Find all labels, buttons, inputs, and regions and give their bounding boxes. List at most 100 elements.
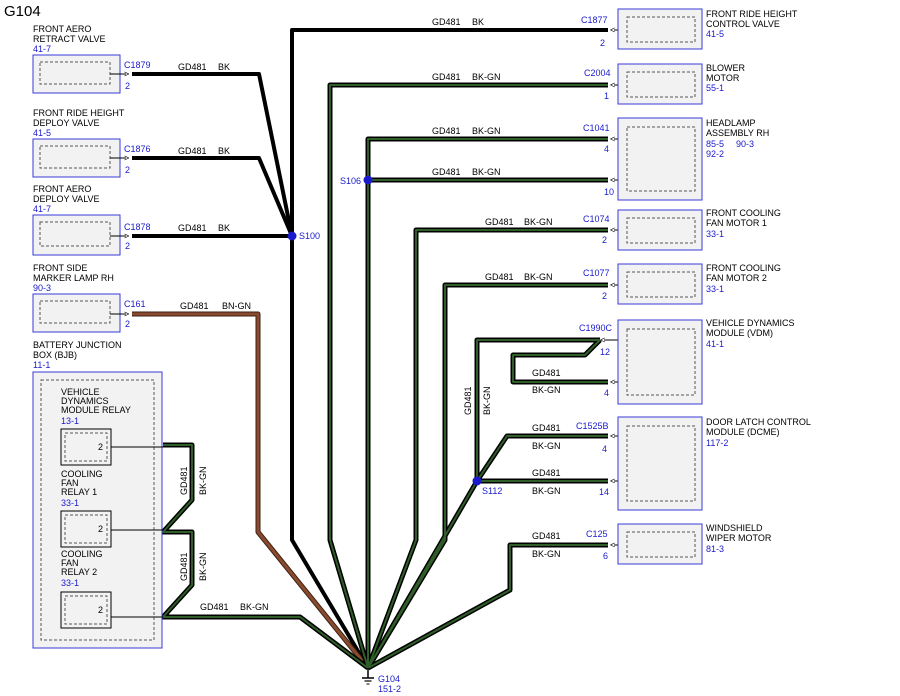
wire-c2004-ground[interactable]	[329, 84, 608, 669]
connector-c1041: C1041	[583, 123, 610, 133]
svg-text:BK-GN: BK-GN	[198, 552, 208, 581]
wire-c1990c-pin12[interactable]	[367, 339, 600, 669]
svg-text:ASSEMBLY RH: ASSEMBLY RH	[706, 128, 769, 138]
component-headlamp-assembly-rh[interactable]: C1041 < 4 < 10 HEADLAMP ASSEMBLY RH 85-5…	[583, 117, 769, 201]
arrow-icon: <	[610, 134, 615, 144]
arrow-icon: >	[124, 153, 129, 163]
component-blower-motor[interactable]: C2004 < 1 BLOWER MOTOR 55-1	[584, 63, 746, 105]
arrow-icon: <	[610, 225, 615, 235]
wire-c1877-ground[interactable]	[290, 28, 608, 670]
ground-g104[interactable]: G104 151-2	[362, 668, 401, 694]
relay-vehicle-dynamics-module[interactable]: VEHICLE DYNAMICS MODULE RELAY 13-1 2	[60, 387, 163, 466]
svg-text:GD481: GD481	[432, 17, 461, 27]
component-windshield-wiper-motor[interactable]: C125 < 6 WINDSHIELD WIPER MOTOR 81-3	[586, 523, 772, 565]
arrow-icon: <	[610, 540, 615, 550]
wire-c1879-s100[interactable]	[132, 72, 294, 237]
splice-s100[interactable]	[287, 231, 297, 241]
component-front-cooling-fan-motor-1[interactable]: C1074 < 2 FRONT COOLING FAN MOTOR 1 33-1	[583, 208, 781, 251]
component-front-side-marker-lamp-rh[interactable]: FRONT SIDE MARKER LAMP RH 90-3 > C161 2	[32, 263, 146, 333]
svg-text:GD481: GD481	[463, 386, 473, 415]
svg-text:90-3: 90-3	[736, 139, 754, 149]
arrow-icon: >	[124, 309, 129, 319]
svg-text:FAN: FAN	[61, 478, 79, 488]
wire-c1876-s100[interactable]	[132, 156, 294, 237]
connector-c2004: C2004	[584, 68, 611, 78]
svg-text:GD481: GD481	[179, 466, 189, 495]
svg-text:85-5: 85-5	[706, 139, 724, 149]
svg-text:MARKER LAMP RH: MARKER LAMP RH	[33, 273, 114, 283]
svg-text:90-3: 90-3	[33, 283, 51, 293]
svg-text:DEPLOY VALVE: DEPLOY VALVE	[33, 118, 100, 128]
svg-text:11-1: 11-1	[33, 360, 50, 370]
svg-text:GD481: GD481	[432, 167, 461, 177]
svg-text:DOOR LATCH CONTROL: DOOR LATCH CONTROL	[706, 417, 811, 427]
connector-c1879: C1879	[124, 60, 151, 70]
component-door-latch-control-module[interactable]: C1525B < 4 < 14 DOOR LATCH CONTROL MODUL…	[576, 416, 811, 511]
wire-bjb-ground[interactable]	[162, 444, 369, 669]
svg-text:MODULE RELAY: MODULE RELAY	[61, 405, 131, 415]
component-front-ride-height-deploy-valve[interactable]: FRONT RIDE HEIGHT DEPLOY VALVE 41-5 > C1…	[32, 108, 151, 178]
svg-text:COOLING: COOLING	[61, 469, 103, 479]
pin-number: 1	[604, 91, 609, 101]
svg-text:117-2: 117-2	[706, 438, 728, 448]
svg-text:DYNAMICS: DYNAMICS	[61, 396, 109, 406]
wire-c1041-pin4[interactable]	[367, 138, 608, 668]
arrow-icon: <	[610, 431, 615, 441]
component-battery-junction-box[interactable]: BATTERY JUNCTION BOX (BJB) 11-1 VEHICLE …	[32, 340, 163, 649]
component-vehicle-dynamics-module[interactable]: C1990C < 12 < 4 VEHICLE DYNAMICS MODULE …	[579, 318, 795, 405]
svg-text:BK-GN: BK-GN	[524, 272, 553, 282]
wire-c1077-ground[interactable]	[367, 284, 608, 669]
svg-text:BK-GN: BK-GN	[524, 217, 553, 227]
svg-text:41-7: 41-7	[33, 44, 51, 54]
svg-text:BOX (BJB): BOX (BJB)	[33, 350, 77, 360]
wire-c1990c-pin4[interactable]	[512, 339, 608, 383]
svg-text:GD481: GD481	[180, 301, 209, 311]
arrow-icon: <	[610, 175, 615, 185]
wire-c1074-ground[interactable]	[367, 229, 608, 669]
arrow-icon: >	[124, 69, 129, 79]
pin-number: 2	[602, 235, 607, 245]
svg-text:BK-GN: BK-GN	[198, 466, 208, 495]
connector-c1525b: C1525B	[576, 421, 609, 431]
pin-number: 2	[98, 605, 103, 615]
svg-text:33-1: 33-1	[61, 498, 79, 508]
pin-number: 2	[125, 319, 130, 329]
splice-s106[interactable]	[363, 175, 373, 185]
pin-number: 6	[603, 551, 608, 561]
component-front-ride-height-control-valve[interactable]: C1877 < 2 FRONT RIDE HEIGHT CONTROL VALV…	[581, 8, 798, 50]
svg-text:GD481: GD481	[179, 552, 189, 581]
pin-number: 2	[98, 442, 103, 452]
connector-c1074: C1074	[583, 214, 610, 224]
component-front-aero-deploy-valve[interactable]: FRONT AERO DEPLOY VALVE 41-7 > C1878 2	[32, 184, 151, 256]
svg-text:GD481: GD481	[178, 62, 207, 72]
svg-text:BK: BK	[218, 146, 230, 156]
wire-c1525b-pin4[interactable]	[476, 435, 608, 482]
pin-number: 2	[125, 81, 130, 91]
wire-c125-ground[interactable]	[367, 544, 608, 669]
svg-text:FAN: FAN	[61, 558, 79, 568]
ground-label: G104	[378, 674, 400, 684]
component-front-aero-retract-valve[interactable]: FRONT AERO RETRACT VALVE 41-7 > C1879 2	[32, 24, 151, 94]
component-front-cooling-fan-motor-2[interactable]: C1077 < 2 FRONT COOLING FAN MOTOR 2 33-1	[583, 263, 781, 305]
svg-text:CONTROL VALVE: CONTROL VALVE	[706, 19, 780, 29]
relay-cooling-fan-1[interactable]: COOLING FAN RELAY 1 33-1 2	[60, 469, 163, 548]
svg-text:BK-GN: BK-GN	[482, 386, 492, 415]
splice-s112[interactable]	[472, 476, 482, 486]
ground-ref: 151-2	[378, 684, 401, 694]
svg-text:COOLING: COOLING	[61, 549, 103, 559]
svg-text:BK-GN: BK-GN	[532, 441, 561, 451]
svg-text:RELAY 2: RELAY 2	[61, 567, 97, 577]
svg-text:FRONT RIDE HEIGHT: FRONT RIDE HEIGHT	[706, 9, 798, 19]
svg-text:41-1: 41-1	[706, 339, 724, 349]
wire-c161-ground[interactable]	[132, 312, 370, 669]
arrow-icon: <	[610, 280, 615, 290]
arrow-icon: <	[610, 476, 615, 486]
svg-text:GD481: GD481	[485, 217, 514, 227]
relay-cooling-fan-2[interactable]: COOLING FAN RELAY 2 33-1 2	[60, 549, 163, 629]
arrow-icon: <	[610, 377, 615, 387]
svg-text:RELAY 1: RELAY 1	[61, 487, 97, 497]
svg-text:41-5: 41-5	[33, 128, 51, 138]
svg-text:WINDSHIELD: WINDSHIELD	[706, 523, 763, 533]
pin-number: 2	[602, 291, 607, 301]
